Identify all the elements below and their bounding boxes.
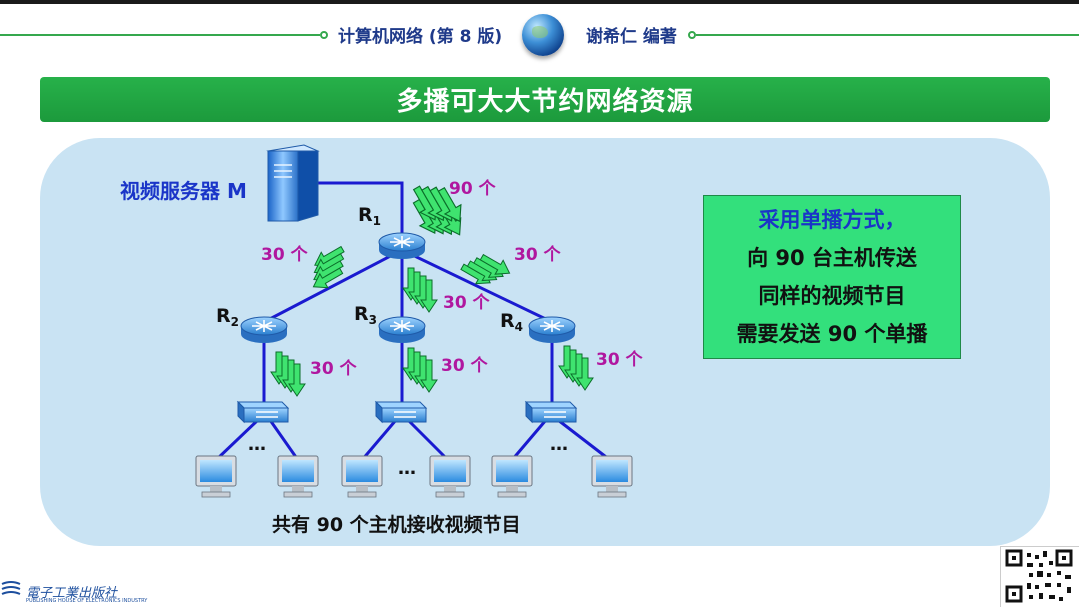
router-r2-label: R2: [216, 305, 239, 329]
link-r1-r2: [263, 248, 403, 324]
top-border: [0, 0, 1079, 4]
link-switch2-pc-b: [406, 418, 450, 462]
network-links: [214, 181, 611, 462]
unicast-info-box: 采用单播方式， 向 90 台主机传送 同样的视频节目 需要发送 90 个单播: [703, 195, 961, 359]
router-r3-icon: [378, 316, 426, 344]
video-server-icon: [266, 144, 320, 222]
router-r1-label: R1: [358, 204, 381, 228]
router-r4-icon: [528, 316, 576, 344]
info-line: 同样的视频节目: [758, 284, 906, 308]
ellipsis: …: [550, 434, 568, 455]
qr-code-icon: [1000, 546, 1079, 607]
host-pc-icon: [341, 455, 383, 498]
link-switch3-pc-b: [557, 418, 611, 462]
book-title: 计算机网络 (第 8 版): [338, 27, 503, 47]
link-switch2-pc-a: [360, 419, 398, 461]
arrows-r3-down: [403, 348, 437, 392]
count-r1-r4: 30 个: [514, 245, 561, 265]
switch-1-icon: [237, 401, 289, 423]
header-rule-left: [0, 34, 320, 36]
publisher-name-en: PUBLISHING HOUSE OF ELECTRONICS INDUSTRY: [26, 598, 148, 604]
arrows-r1-r3: [403, 268, 437, 312]
count-server-r1: 90 个: [449, 179, 496, 199]
info-line: 采用单播方式，: [758, 208, 906, 232]
host-pc-icon: [591, 455, 633, 498]
link-r1-r4: [401, 248, 553, 324]
link-switch3-pc-a: [510, 419, 548, 461]
arrows-r4-down: [559, 346, 593, 390]
slide-title-bar: 多播可大大节约网络资源: [40, 77, 1050, 122]
publisher-logo-icon: [1, 581, 21, 595]
author-name: 谢希仁 编著: [586, 27, 677, 47]
router-r4-label: R4: [500, 310, 523, 334]
arrows-r1-r2: [300, 242, 355, 293]
slide-title: 多播可大大节约网络资源: [396, 87, 694, 117]
host-pc-icon: [491, 455, 533, 498]
link-server-r1: [318, 181, 404, 237]
switch-3-icon: [525, 401, 577, 423]
count-r2-down: 30 个: [310, 359, 357, 379]
header-rule-right-dot: [688, 31, 696, 39]
link-switch1-pc-b: [268, 419, 300, 461]
host-pc-icon: [195, 455, 237, 498]
ellipsis: …: [398, 458, 416, 479]
count-r1-r3: 30 个: [443, 293, 490, 313]
count-r4-down: 30 个: [596, 350, 643, 370]
router-r3-label: R3: [354, 303, 377, 327]
host-pc-icon: [277, 455, 319, 498]
header-rule-left-dot: [320, 31, 328, 39]
host-pc-icon: [429, 455, 471, 498]
info-line: 向 90 台主机传送: [747, 246, 917, 270]
hosts-caption: 共有 90 个主机接收视频节目: [272, 514, 521, 536]
count-r3-down: 30 个: [441, 356, 488, 376]
header-rule-right: [696, 34, 1079, 36]
ellipsis: …: [248, 434, 266, 455]
switch-2-icon: [375, 401, 427, 423]
router-r2-icon: [240, 316, 288, 344]
router-r1-icon: [378, 232, 426, 260]
video-server-label: 视频服务器 M: [120, 179, 247, 203]
arrows-r2-down: [271, 352, 305, 396]
globe-icon: [522, 14, 564, 56]
info-line: 需要发送 90 个单播: [736, 322, 928, 346]
count-r1-r2: 30 个: [261, 245, 308, 265]
publisher-name: 電子工業出版社: [26, 586, 118, 601]
link-switch1-pc-a: [214, 418, 260, 462]
